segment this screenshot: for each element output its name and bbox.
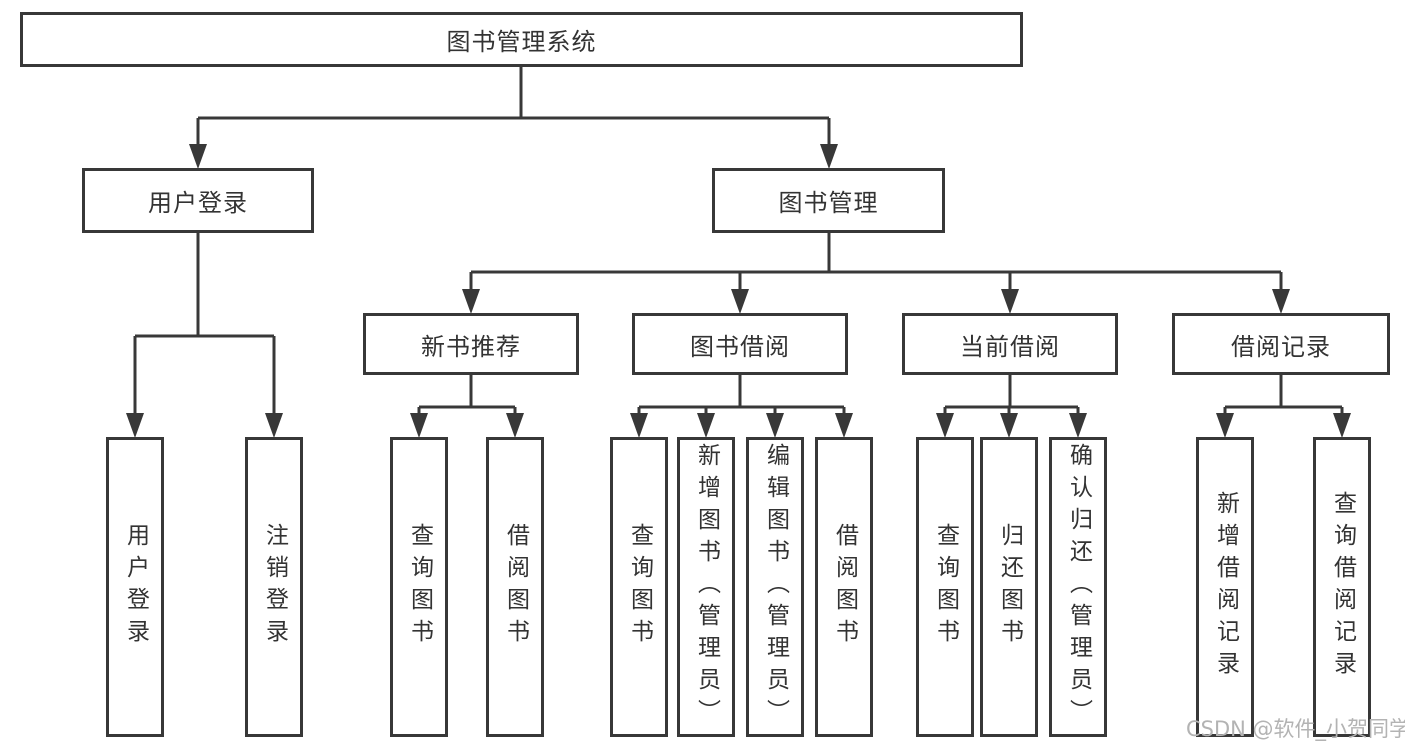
node-root-library-system: 图书管理系统 — [20, 12, 1023, 67]
leaf-user-login: 用户登录 — [106, 437, 164, 737]
connector-newbook-to-leaves — [417, 375, 517, 418]
connector-records-to-leaves — [1223, 375, 1344, 418]
connector-userlogin-to-leaves — [133, 233, 276, 415]
leaf-return-books: 归还图书 — [980, 437, 1038, 737]
node-current-borrow: 当前借阅 — [902, 313, 1118, 375]
leaf-borrow-books-recommend: 借阅图书 — [486, 437, 544, 737]
node-new-book-recommend: 新书推荐 — [363, 313, 579, 375]
leaf-add-books-admin: 新增图书（管理员） — [677, 437, 735, 737]
leaf-add-borrow-record: 新增借阅记录 — [1196, 437, 1254, 737]
connector-borrow-to-leaves — [637, 375, 846, 418]
arrowheads — [126, 144, 1351, 438]
node-book-management: 图书管理 — [712, 168, 945, 233]
csdn-watermark: CSDN @软件_小贺同学 — [1186, 717, 1405, 741]
leaf-query-books-recommend: 查询图书 — [390, 437, 448, 737]
connector-root-to-level2 — [196, 67, 831, 146]
connector-current-to-leaves — [943, 375, 1080, 418]
node-borrow-records: 借阅记录 — [1172, 313, 1390, 375]
leaf-confirm-return-admin: 确认归还（管理员） — [1049, 437, 1107, 737]
leaf-borrow-books: 借阅图书 — [815, 437, 873, 737]
node-user-login: 用户登录 — [82, 168, 314, 233]
connector-bookmgmt-to-sections — [469, 233, 1283, 291]
node-book-borrow: 图书借阅 — [632, 313, 848, 375]
leaf-logout: 注销登录 — [245, 437, 303, 737]
leaf-edit-books-admin: 编辑图书（管理员） — [746, 437, 804, 737]
leaf-query-borrow-record: 查询借阅记录 — [1313, 437, 1371, 737]
leaf-query-books-borrow: 查询图书 — [610, 437, 668, 737]
leaf-query-books-current: 查询图书 — [916, 437, 974, 737]
